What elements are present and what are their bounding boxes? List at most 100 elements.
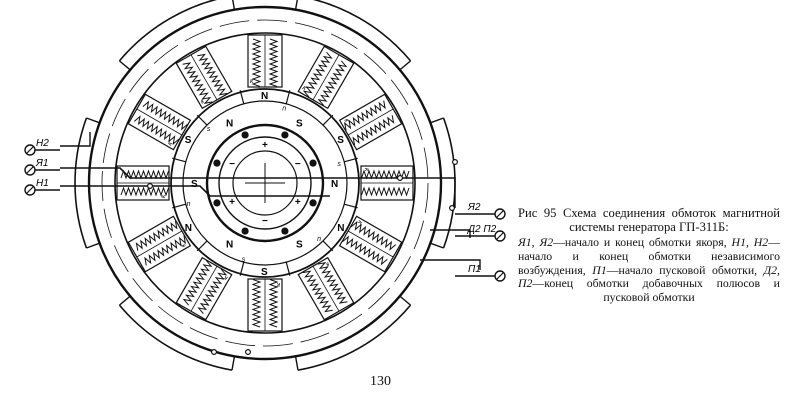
coil-letter-k: к [342,118,350,125]
aux-pole-letter: S [191,179,198,190]
brush-polarity: + [229,197,235,208]
pole-face-ring [182,100,348,266]
winding-right [120,169,169,180]
junction-point [452,159,459,166]
main-pole-letter: S [261,267,268,278]
pole-coil: к [360,165,414,201]
coil-letter-k: к [167,140,175,147]
pole-coil: к [297,256,355,321]
coil-axis [347,230,394,258]
bus-arc [118,0,218,62]
pole-coil: к [338,215,403,273]
armature-outer [205,123,325,243]
start-wire [420,259,481,270]
pole-gap [239,90,245,104]
winding-right [251,279,262,328]
winding-right [361,186,410,197]
terminal-label: Д2 П2 [467,224,497,235]
bus-arc-lead [86,117,100,124]
aux-pole-letter: N [226,118,233,129]
pole-coil: к [116,165,170,201]
coil-letter-k: к [363,168,370,172]
main-pole-letter: S [185,135,192,146]
main-pole-letter: N [261,91,268,102]
bus-arc-lead [119,295,131,306]
coil-letter-k: к [324,260,331,268]
caption-label-excitation: Н1, Н2 [731,235,769,250]
winding-letter: n [282,106,286,113]
pole-gap [285,262,291,276]
brush-holder [241,131,249,139]
bus-arc [312,0,412,62]
coil-axis [312,54,340,101]
terminal-slot [26,146,34,154]
caption-title: Рис 95 Схема соединения обмоток магнитно… [518,206,780,235]
caption-label-aux: Д2, П2 [518,262,780,291]
aux-pole-letter: N [226,240,233,251]
bus-arc-lead [86,242,100,249]
terminal-label: П1 [468,264,481,275]
junction-point [397,175,404,182]
main-pole-letter: S [337,135,344,146]
caption-label-start: П1 [592,262,607,277]
commutator [232,150,298,216]
terminal-slot [26,186,34,194]
caption-text-start: —начало пусковой обмотки, [606,262,764,277]
bus-arc [442,117,456,249]
pole-coil: к [127,93,192,151]
brush-polarity: − [295,159,301,170]
brush-holder [309,159,317,167]
bus-arc-lead [430,117,444,124]
coil-axis [136,108,183,136]
bus-arc-lead [399,60,411,71]
pole-coil: к [247,34,283,88]
pole-gap [322,114,334,126]
winding-right [352,115,395,146]
terminal-slot [26,166,34,174]
bus-arc-lead [430,242,444,249]
caption-text-armature: —начало и конец обмотки якоря, [553,235,732,250]
caption-text-excitation: —начало и конец обмотки независимого воз… [518,235,780,277]
winding-left [302,51,333,98]
armature-core: +−+−+− [170,88,360,278]
winding-left [133,115,180,146]
winding-right [142,100,188,131]
frame-inner-ring [114,32,416,334]
winding-left [182,62,213,105]
coil-letter-k: к [250,78,254,85]
junction-point [449,205,456,212]
terminal-slot [496,232,504,240]
aux-pole-letter: S [296,240,303,251]
figure-caption: Рис 95 Схема соединения обмоток магнитно… [518,206,780,304]
winding-left [120,186,169,197]
coil-axis [312,265,340,312]
pole-coil: к [127,215,192,273]
winding-right [135,220,178,251]
pole-coil: к [175,45,233,110]
n2-wire [60,132,91,147]
winding-left [197,268,228,315]
pole-gap [239,262,245,276]
bus-arc-lead [294,356,299,371]
winding-right [342,235,388,266]
aux-pole-letter: S [296,118,303,129]
pole-gap [196,114,208,126]
excitation-wire [60,185,330,197]
winding-right [268,38,279,87]
terminal-label: Я2 [467,202,481,213]
coil-letter-k: к [276,281,280,288]
junction-point [147,183,154,190]
brush-holder [281,227,289,235]
terminal-label: Н1 [36,178,49,189]
winding-letter: n [187,201,191,208]
pole-coil: к [175,256,233,321]
caption-label-armature: Я1, Я2 [518,235,554,250]
caption-body: Я1, Я2—начало и конец обмотки якоря, Н1,… [518,236,780,304]
brush-holder [213,199,221,207]
winding-left [268,279,279,328]
pole-gap [172,157,186,163]
winding-left [350,220,397,251]
